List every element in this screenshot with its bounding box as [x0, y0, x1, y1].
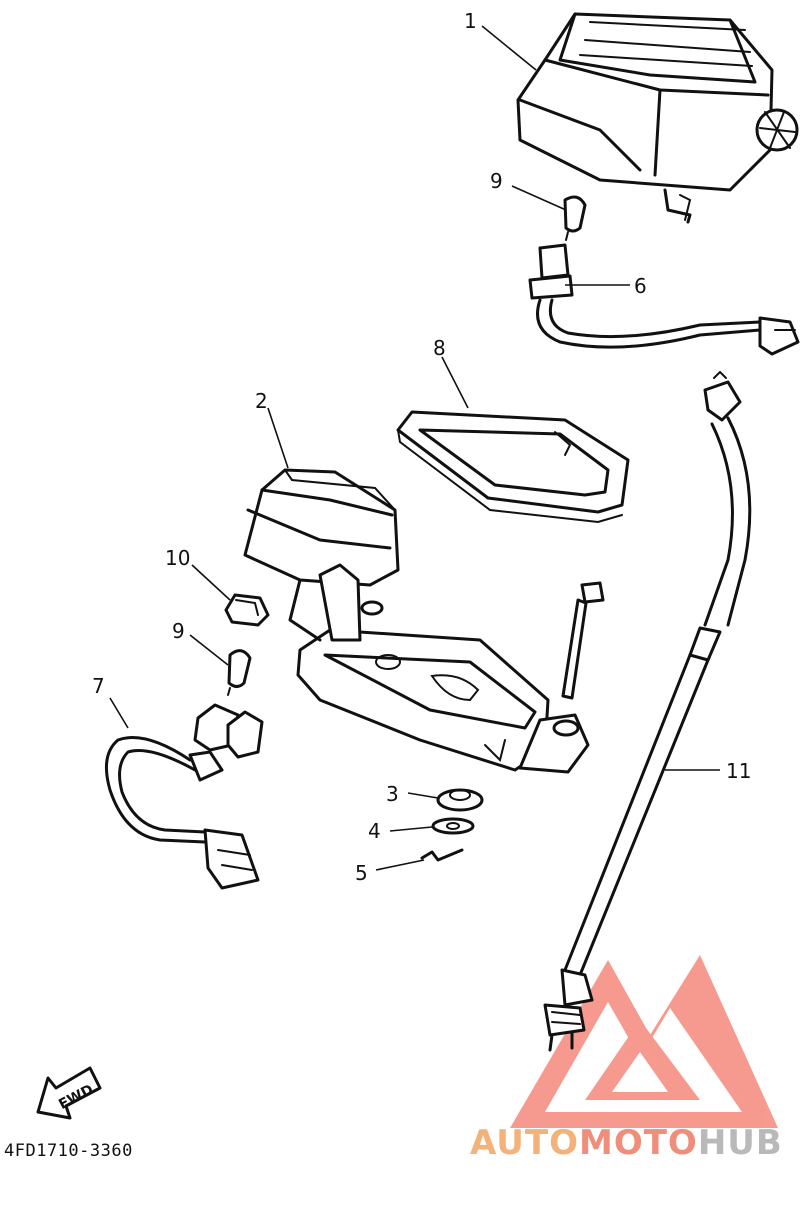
callout-9-lower: 9: [172, 619, 185, 643]
callout-1: 1: [464, 9, 477, 33]
watermark-text: AUTOMOTOHUB: [470, 1123, 783, 1163]
watermark-logo-icon: [510, 955, 778, 1128]
bulb-lower: [227, 649, 252, 696]
callout-9-upper: 9: [490, 169, 503, 193]
callout-10: 10: [165, 546, 190, 570]
gasket-frame: [396, 410, 630, 524]
callout-11: 11: [726, 759, 751, 783]
speedometer-assembly: [516, 12, 799, 224]
callout-8: 8: [433, 336, 446, 360]
bulb-upper: [563, 195, 587, 241]
meter-housing-bracket: [243, 468, 590, 774]
callout-6: 6: [634, 274, 647, 298]
watermark-text-moto: MOTO: [578, 1123, 698, 1163]
leader-lines: [109, 25, 720, 871]
washer-4: [431, 817, 475, 835]
callout-5: 5: [355, 861, 368, 885]
socket-cord: [528, 243, 800, 356]
wiring-harness: [104, 703, 264, 890]
grommet-10: [224, 593, 270, 627]
watermark-text-auto: AUTO: [470, 1123, 579, 1163]
callout-3: 3: [386, 782, 399, 806]
fwd-arrow-icon: FWD: [36, 1066, 102, 1120]
part-code: 4FD1710-3360: [4, 1141, 133, 1161]
callout-4: 4: [368, 819, 381, 843]
callout-7: 7: [92, 674, 105, 698]
watermark-text-hub: HUB: [697, 1123, 783, 1163]
grommet-3: [436, 788, 484, 812]
bolt: [561, 581, 605, 700]
clip-5: [420, 848, 464, 862]
callout-2: 2: [255, 389, 268, 413]
speedometer-cable: [543, 370, 752, 1052]
